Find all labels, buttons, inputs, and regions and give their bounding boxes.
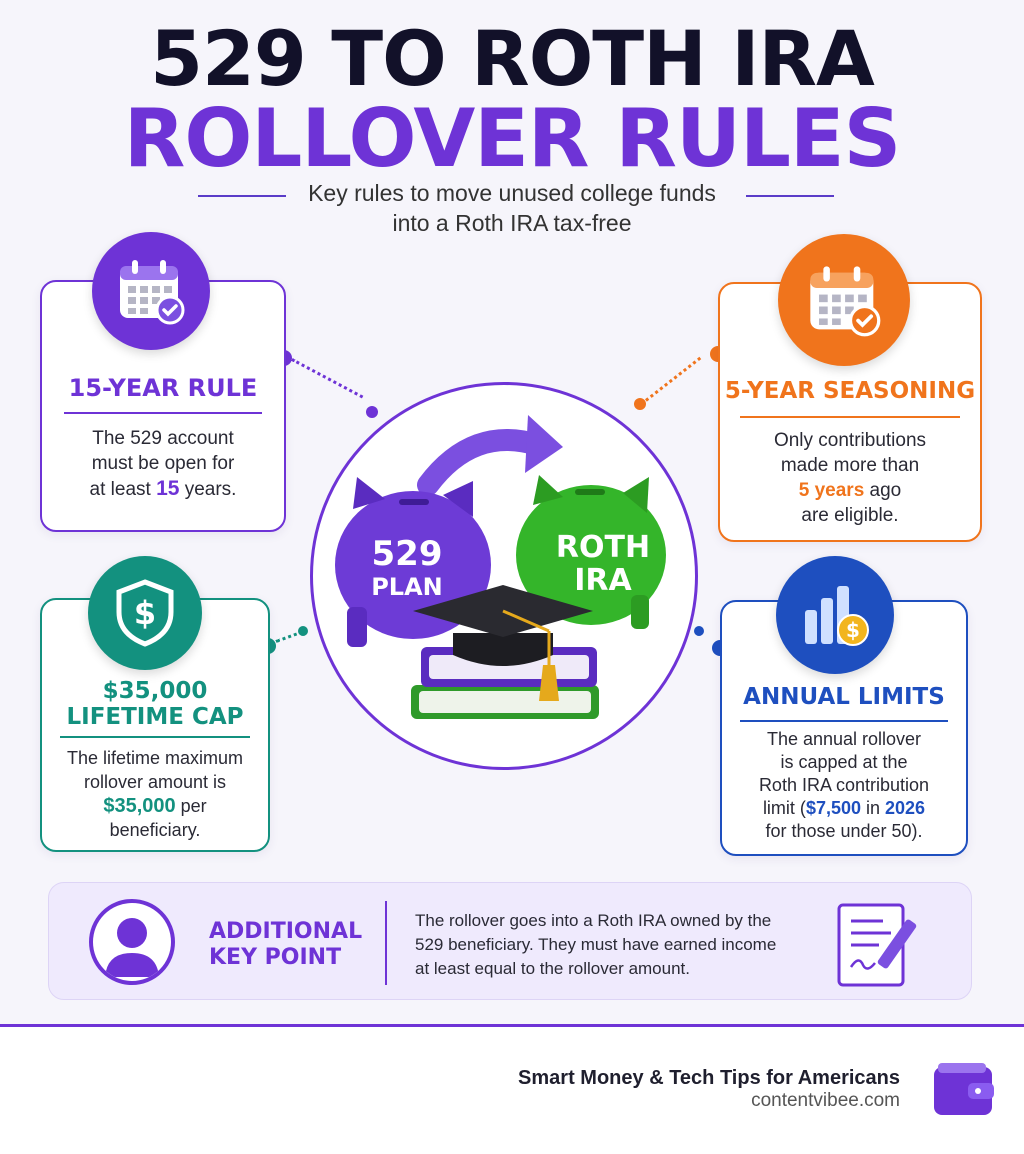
additional-label: ADDITIONAL KEY POINT — [209, 919, 362, 971]
card-text-line: for those under 50). — [765, 821, 923, 841]
subtitle-line-1: Key rules to move unused college funds — [308, 180, 716, 206]
plan-pig-slot — [399, 499, 429, 505]
footer-tagline: Smart Money & Tech Tips for Americans — [518, 1067, 900, 1089]
additional-label-line-1: ADDITIONAL — [209, 919, 363, 944]
wallet-icon — [932, 1061, 994, 1117]
additional-text-line: 529 beneficiary. They must have earned i… — [415, 935, 777, 954]
card-text-line: 5 years ago — [730, 478, 970, 503]
center-illustration: ROTH IRA 529 PLAN — [310, 382, 698, 770]
connector-dot — [298, 626, 308, 636]
card-text-line: at least 15 years. — [52, 476, 274, 502]
subtitle-divider-right — [746, 195, 834, 197]
plan-pig-ear-right — [443, 481, 473, 517]
document-pen-icon — [835, 901, 927, 994]
text-run: in — [861, 798, 886, 818]
connector-dot — [634, 398, 646, 410]
card-heading: $35,000 LIFETIME CAP — [42, 678, 268, 730]
card-text-line: is capped at the — [780, 752, 908, 772]
panel-divider — [385, 901, 387, 985]
footer-site-link[interactable]: contentvibee.com — [751, 1090, 900, 1111]
footer: Smart Money & Tech Tips for Americans co… — [0, 1027, 1024, 1154]
grad-cap-base — [453, 633, 553, 666]
text-run: limit ( — [762, 798, 806, 818]
card-body: The annual rollover is capped at the Rot… — [732, 728, 956, 843]
additional-label-line-2: KEY POINT — [209, 945, 342, 970]
card-divider — [64, 412, 262, 414]
roth-pig-slot — [575, 489, 605, 495]
calendar-check-icon — [778, 234, 910, 366]
additional-key-point-panel: ADDITIONAL KEY POINT The rollover goes i… — [48, 882, 972, 1000]
subtitle-divider-left — [198, 195, 286, 197]
card-text-line: beneficiary. — [109, 820, 201, 840]
card-text-line: are eligible. — [801, 505, 899, 526]
card-text-line: made more than — [780, 455, 920, 476]
additional-text-line: The rollover goes into a Roth IRA owned … — [415, 911, 772, 930]
highlight-year: 2026 — [885, 798, 926, 818]
connector-dot — [366, 406, 378, 418]
card-divider — [60, 736, 250, 738]
card-divider — [740, 416, 960, 418]
connector-dot — [694, 626, 704, 636]
card-text-line: The lifetime maximum — [66, 748, 244, 768]
card-text-line: The annual rollover — [766, 729, 922, 749]
text-run: years. — [179, 479, 237, 500]
plan-pig-leg — [347, 607, 367, 647]
bar-chart-coin-icon: $ — [776, 556, 894, 674]
person-icon — [89, 899, 175, 985]
title-line-1: 529 TO ROTH IRA — [150, 14, 875, 103]
grad-cap-tassel-cord — [502, 609, 550, 633]
subtitle-line-2: into a Roth IRA tax-free — [392, 210, 632, 236]
card-body: Only contributions made more than 5 year… — [730, 428, 970, 528]
rollover-arrow-head — [525, 415, 563, 473]
highlight-amount: $35,000 — [103, 795, 176, 817]
text-run: ago — [864, 480, 902, 501]
svg-text:$: $ — [846, 618, 860, 642]
rollover-arrow — [417, 429, 549, 496]
svg-text:$: $ — [134, 594, 156, 632]
additional-text: The rollover goes into a Roth IRA owned … — [415, 909, 776, 981]
roth-pig-label-2: IRA — [574, 563, 632, 598]
piggy-banks-illustration: ROTH IRA 529 PLAN — [335, 415, 666, 719]
card-heading-amount: $35,000 — [102, 678, 208, 704]
highlight-amount: $7,500 — [805, 798, 861, 818]
card-body: The lifetime maximum rollover amount is … — [52, 746, 258, 842]
card-text-line: The 529 account — [92, 428, 234, 449]
highlight-5-years: 5 years — [798, 480, 865, 501]
roth-pig-ear-right — [623, 477, 649, 513]
highlight-years: 15 — [156, 477, 180, 500]
card-heading: 5-YEAR SEASONING — [724, 378, 976, 404]
roth-pig-body — [516, 485, 666, 625]
card-body: The 529 account must be open for at leas… — [52, 426, 274, 502]
card-heading: 15-YEAR RULE — [68, 374, 258, 402]
roth-pig-label-1: ROTH — [556, 530, 650, 565]
shield-dollar-icon: $ — [88, 556, 202, 670]
plan-pig-label-2: PLAN — [371, 573, 443, 601]
card-heading-label: LIFETIME CAP — [66, 704, 244, 730]
card-text-line: must be open for — [91, 453, 235, 474]
card-text-line: limit ($7,500 in 2026 — [732, 797, 956, 820]
subtitle: Key rules to move unused college funds i… — [262, 178, 762, 238]
footer-divider — [0, 1024, 1024, 1027]
roth-pig-ear-left — [533, 475, 563, 505]
footer-text: Smart Money & Tech Tips for Americans co… — [518, 1067, 900, 1112]
title-line-2: ROLLOVER RULES — [123, 92, 901, 185]
card-lifetime-cap: $35,000 LIFETIME CAP The lifetime maximu… — [40, 598, 270, 852]
text-run: per — [175, 796, 207, 816]
calendar-check-icon — [92, 232, 210, 350]
plan-pig-ear-left — [353, 477, 385, 509]
text-run: at least — [89, 479, 157, 500]
book-green-pages — [419, 691, 591, 713]
roth-pig-leg — [631, 595, 649, 629]
card-text-line: rollover amount is — [83, 772, 227, 792]
card-annual-limits: ANNUAL LIMITS The annual rollover is cap… — [720, 600, 968, 856]
plan-pig-label-1: 529 — [372, 534, 443, 574]
card-text-line: Roth IRA contribution — [758, 775, 930, 795]
card-text-line: $35,000 per — [52, 794, 258, 818]
additional-text-line: at least equal to the rollover amount. — [415, 959, 690, 978]
grad-cap-tassel — [539, 665, 559, 701]
card-text-line: Only contributions — [773, 430, 927, 451]
card-heading: ANNUAL LIMITS — [743, 684, 945, 710]
card-divider — [740, 720, 948, 722]
